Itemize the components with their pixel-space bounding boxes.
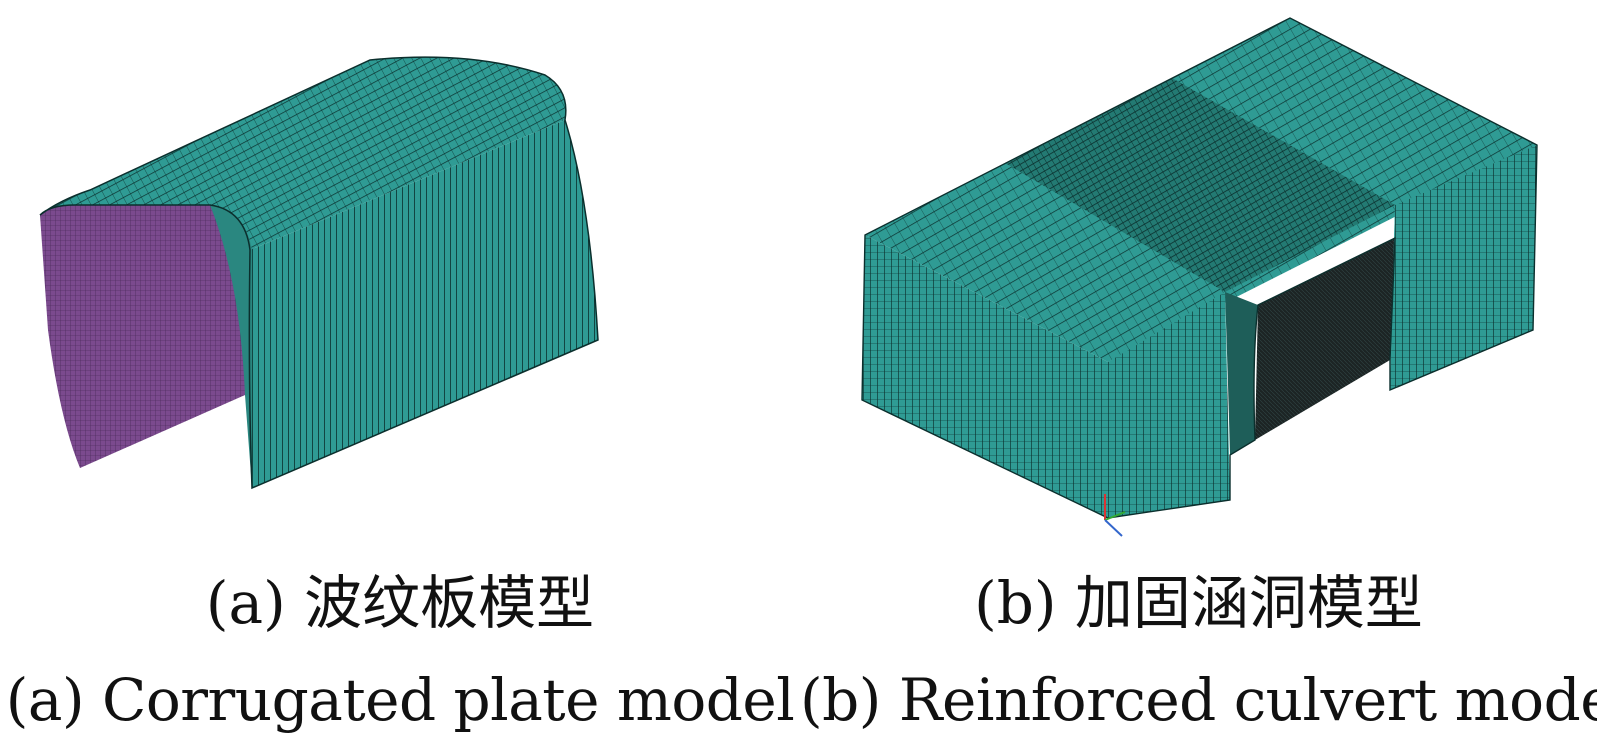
culvert-left-front [862, 235, 1108, 518]
arch-inner-edge [210, 205, 252, 488]
panel-corrugated-plate: (a) 波纹板模型 (a) Corrugated plate model [5, 56, 795, 734]
culvert-opening-edge [1225, 292, 1258, 455]
arch-top-surface [40, 57, 566, 251]
culvert-right-front [1108, 292, 1230, 518]
reinforced-culvert-model-illustration [861, 17, 1538, 537]
axis-triad-icon [1104, 494, 1126, 537]
caption-zh-b: (b) 加固涵洞模型 [974, 569, 1423, 637]
caption-zh-a: (a) 波纹板模型 [205, 569, 595, 637]
culvert-right-block [1390, 145, 1537, 390]
arch-front-wall [249, 120, 599, 488]
caption-en-b: (b) Reinforced culvert model [800, 666, 1597, 734]
culvert-opening [1255, 238, 1395, 440]
panel-reinforced-culvert: (b) 加固涵洞模型 (b) Reinforced culvert model [800, 0, 1597, 750]
culvert-top-band [1005, 78, 1395, 292]
inner-face [40, 205, 255, 468]
caption-en-a: (a) Corrugated plate model [5, 666, 795, 734]
corrugated-plate-model-illustration [39, 56, 599, 490]
